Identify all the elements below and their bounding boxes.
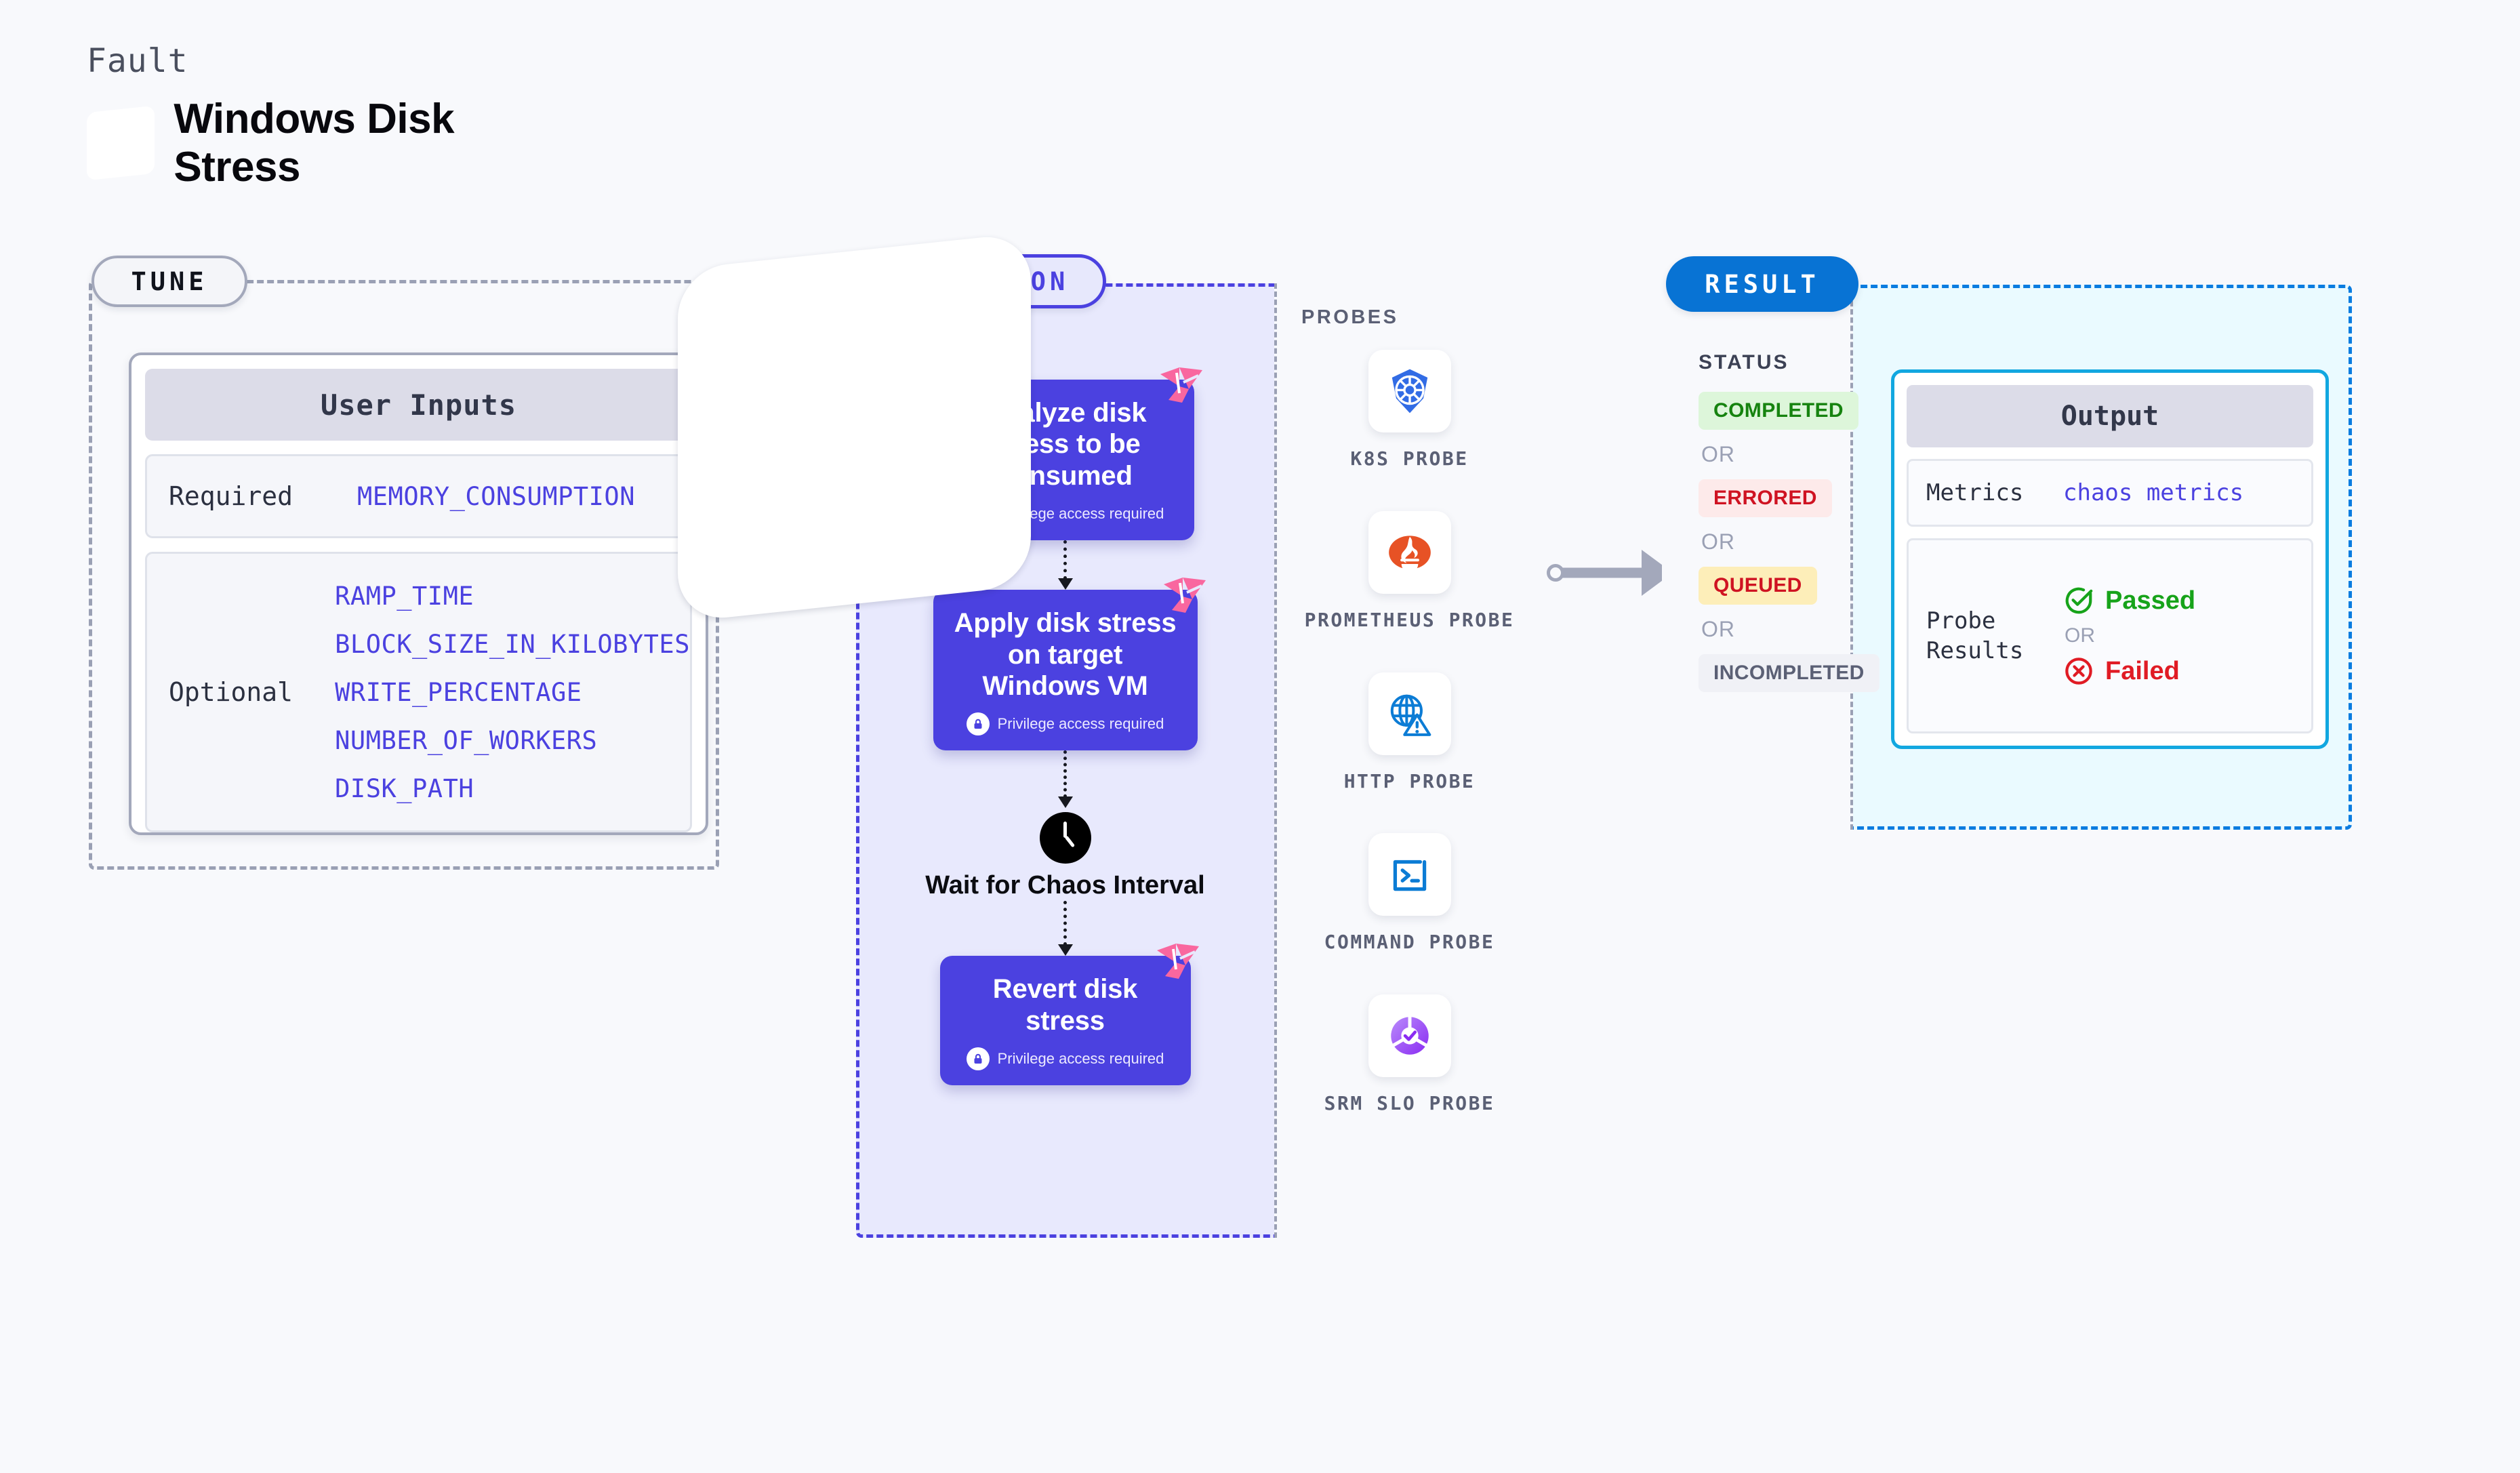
page-title: Windows Disk Stress [174, 96, 455, 190]
status-list: COMPLETED OR ERRORED OR QUEUED OR INCOMP… [1699, 392, 1879, 692]
probe-item[interactable]: SRM SLO PROBE [1298, 994, 1522, 1116]
execution-step-title: Revert disk stress [992, 974, 1138, 1036]
result-pill[interactable]: RESULT [1666, 256, 1858, 312]
output-heading: Output [1907, 385, 2313, 447]
passed-label: Passed [2105, 586, 2196, 615]
execution-step-title: Apply disk stress on target Windows VM [954, 608, 1177, 701]
tune-pill[interactable]: TUNE [92, 256, 247, 307]
x-circle-icon [2065, 658, 2092, 685]
probe-results-values: Passed OR Failed [2063, 585, 2195, 687]
input-variable: RAMP_TIME [335, 581, 474, 611]
probe-label: PROMETHEUS PROBE [1304, 608, 1515, 631]
flow-arrow [856, 540, 1274, 590]
probe-result-passed: Passed [2063, 585, 2195, 616]
probe-item[interactable]: HTTP PROBE [1298, 672, 1522, 794]
probes-list: K8S PROBE PROMETHEUS PROBE [1274, 350, 1545, 1116]
clock-icon [1039, 812, 1091, 864]
input-variable: WRITE_PERCENTAGE [335, 677, 582, 707]
required-values: MEMORY_CONSUMPTION [357, 482, 635, 511]
failed-label: Failed [2105, 656, 2180, 685]
lock-icon [966, 1047, 990, 1070]
metrics-value: chaos metrics [2063, 479, 2244, 506]
optional-values: RAMP_TIME BLOCK_SIZE_IN_KILOBYTES WRITE_… [335, 582, 690, 803]
harness-ribbon-icon [1156, 944, 1199, 980]
input-variable: BLOCK_SIZE_IN_KILOBYTES [335, 629, 690, 659]
input-variable: NUMBER_OF_WORKERS [335, 725, 598, 755]
input-variable: MEMORY_CONSUMPTION [357, 481, 635, 511]
output-probe-results-row: Probe Results Passed OR Failed [1907, 538, 2313, 733]
probe-item[interactable]: K8S PROBE [1298, 350, 1522, 472]
harness-ribbon-icon [1160, 367, 1202, 403]
or-separator: OR [2065, 624, 2095, 647]
windows-logo-icon [678, 232, 1031, 622]
harness-ribbon-icon [1163, 578, 1206, 613]
probe-label: HTTP PROBE [1343, 769, 1476, 792]
page-header: Windows Disk Stress [87, 95, 573, 191]
optional-inputs-block: Optional RAMP_TIME BLOCK_SIZE_IN_KILOBYT… [145, 552, 692, 832]
privilege-note: Privilege access required [955, 1047, 1176, 1070]
input-variable: DISK_PATH [335, 773, 474, 803]
flow-arrow [856, 901, 1274, 956]
status-badge: INCOMPLETED [1699, 654, 1879, 692]
or-separator: OR [1701, 442, 1735, 466]
probe-label: K8S PROBE [1350, 447, 1469, 470]
check-circle-icon [2065, 587, 2093, 614]
status-badge: COMPLETED [1699, 392, 1858, 430]
lock-icon [966, 712, 990, 736]
status-badge: QUEUED [1699, 567, 1817, 605]
execution-step-card[interactable]: Revert disk stress Privilege access requ… [939, 944, 1199, 1085]
srm-slo-icon [1368, 994, 1451, 1078]
required-label: Required [169, 481, 293, 511]
metrics-key: Metrics [1926, 479, 2024, 506]
probes-column [1274, 283, 1545, 1238]
or-separator: OR [1701, 617, 1735, 641]
optional-label: Optional [169, 677, 293, 707]
flow-arrow [856, 750, 1274, 809]
wait-node-label: Wait for Chaos Interval [925, 871, 1205, 900]
probes-title: PROBES [1301, 306, 1399, 328]
prometheus-icon [1368, 510, 1451, 594]
probe-result-failed: Failed [2063, 655, 2195, 687]
http-globe-warning-icon [1368, 672, 1451, 755]
or-separator: OR [1701, 529, 1735, 554]
probe-label: COMMAND PROBE [1324, 931, 1495, 954]
status-column [1662, 285, 1853, 830]
probe-item[interactable]: PROMETHEUS PROBE [1298, 510, 1522, 633]
page-kicker: Fault [87, 42, 188, 80]
probe-label: SRM SLO PROBE [1324, 1092, 1495, 1115]
output-card: Output Metrics chaos metrics Probe Resul… [1891, 369, 2329, 749]
execution-step-card[interactable]: Apply disk stress on target Windows VM P… [933, 578, 1206, 751]
status-badge: ERRORED [1699, 479, 1832, 517]
output-metrics-row: Metrics chaos metrics [1907, 459, 2313, 527]
windows-logo-icon [87, 105, 155, 181]
status-title: STATUS [1699, 351, 1789, 374]
terminal-icon [1368, 833, 1451, 916]
kubernetes-icon [1368, 350, 1451, 432]
privilege-note-text: Privilege access required [997, 715, 1164, 733]
user-inputs-card: User Inputs Required MEMORY_CONSUMPTION … [129, 352, 708, 835]
user-inputs-heading: User Inputs [145, 369, 692, 441]
probe-results-key: Probe Results [1926, 607, 2024, 664]
required-inputs-block: Required MEMORY_CONSUMPTION [145, 454, 692, 538]
probe-item[interactable]: COMMAND PROBE [1298, 833, 1522, 955]
privilege-note-text: Privilege access required [997, 1049, 1164, 1067]
wait-node: Wait for Chaos Interval [856, 812, 1274, 901]
privilege-note: Privilege access required [948, 712, 1183, 736]
